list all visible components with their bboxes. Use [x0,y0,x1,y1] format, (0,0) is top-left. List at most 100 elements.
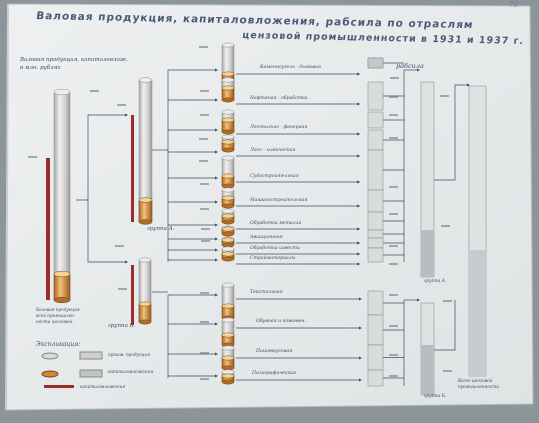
industry-label: Судостроительная [250,174,299,179]
industry-label: Авиационная [250,235,283,240]
numeric-tick-mark [389,213,398,215]
numeric-tick-mark [117,104,126,106]
industry-label: Обработка металла [250,221,302,226]
arrow-head [215,322,218,326]
caption-right-2: промышленности [458,384,499,389]
label-group-a-right: группа А. [424,279,447,284]
numeric-tick-mark [443,370,452,372]
column-shade [469,250,486,376]
red-bar [131,115,134,222]
numeric-tick-mark [199,46,208,48]
numeric-tick-mark [199,138,208,140]
cylinder [221,225,235,237]
column-box [367,237,384,249]
cylinder [221,109,235,135]
legend-item-1: произв. продукция [108,352,150,357]
numeric-tick-mark [389,186,398,188]
numeric-tick-mark [28,156,37,158]
cylinder [138,77,153,225]
numeric-tick-mark [199,160,208,162]
cylinder [221,369,235,385]
label-group-b-right: группа Б. [424,394,447,399]
numeric-tick-mark [200,208,209,210]
industry-label: Стройматериалы [250,256,296,261]
caption-gross-1: Валовая продукция [36,307,80,312]
numeric-tick-mark [200,378,209,380]
industry-label: Лесо - химическая [250,148,296,153]
flow-line [434,300,456,351]
cylinder [221,317,235,348]
industry-label: Нефтяная - обработка [250,96,308,101]
legend-swatch [79,351,103,360]
flow-line [87,200,127,263]
column-box [367,229,384,239]
cylinder [221,134,235,153]
arrow-head [125,260,128,264]
arrow-head [215,223,218,227]
legend-item-2: капиталовложения [108,369,154,374]
column-box [367,57,384,69]
legend-title: Экспликация: [36,341,81,348]
numeric-tick-mark [200,292,209,294]
numeric-tick-mark [389,137,398,139]
numeric-tick-mark [90,90,99,92]
cylinder [221,155,235,189]
legend-swatch [41,352,59,360]
arrow-head [215,150,218,154]
arrow-head [359,356,362,360]
industry-label: Пищевкусовая [256,349,293,354]
column-shade [421,230,434,277]
label-gross-units-2: в млн. рублях [20,65,61,71]
numeric-tick-mark [201,228,210,230]
cylinder [221,236,235,248]
cylinder [221,345,235,371]
page-number: 75 [509,1,518,9]
legend-swatch [44,385,74,388]
arrow-head [417,298,420,302]
arrow-head [215,128,218,132]
column-box [367,314,384,346]
bar-columns [41,57,487,396]
arrow-head [417,68,420,72]
arrow-head [125,113,128,117]
numeric-tick-mark [389,354,398,356]
column-box [367,247,384,263]
numeric-tick-mark [118,288,127,290]
industry-label: Обувная и кожевен. [256,319,306,324]
column-box [367,81,384,111]
numeric-tick-mark [200,90,209,92]
legend-swatch [79,369,103,378]
arrow-head [215,98,218,102]
numeric-tick-mark [389,245,398,247]
numeric-tick-mark [443,300,452,302]
cylinder [53,88,71,304]
legend-item-3: капиталовложения [80,384,126,389]
cylinder [221,187,235,209]
arrow-head [215,293,218,297]
caption-right-1: Всего цензовой [458,378,493,383]
column-shade [421,345,434,395]
arrow-head [215,200,218,204]
arrow-head [359,326,362,330]
arrow-head [359,378,362,382]
cylinders [53,42,235,385]
cylinder [138,257,152,325]
column-box [367,344,384,371]
label-group-a: группа А. [147,226,175,232]
cylinder [221,282,235,321]
industry-label: Лесопильно - фанерная [250,125,308,130]
cylinder [221,208,235,225]
column-box [367,111,384,129]
numeric-tick-mark [390,77,399,79]
arrow-head [467,83,470,87]
numeric-tick-mark [201,240,210,242]
column-box [367,129,384,151]
legend-swatch [41,370,59,378]
numeric-tick-mark [200,114,209,116]
numeric-tick-mark [115,245,124,247]
red-bar [131,265,134,325]
arrow-head [359,297,362,301]
industry-label: Текстильная [250,290,283,295]
